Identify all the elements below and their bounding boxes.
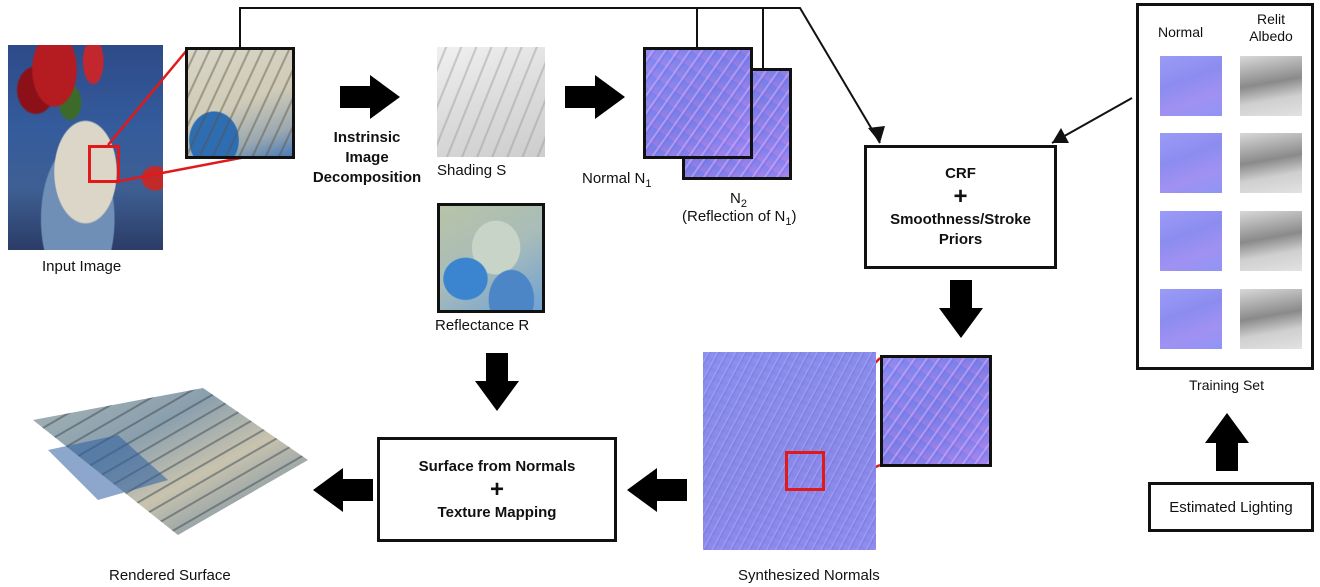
synthesized-normals-label: Synthesized Normals [738,567,880,584]
n2-text: N [730,190,741,207]
training-normal-1 [1160,56,1222,116]
crf-title: CRF [945,165,976,182]
arrow-crf-to-synthesized [939,280,983,338]
intrinsic-line2: Image [345,149,389,166]
training-albedo-4 [1240,289,1302,349]
n2-paren-close: ) [791,208,797,225]
normal-n1-subscript: 1 [645,178,652,190]
arrow-surface-to-rendered [313,468,373,512]
normal-n1-label: Normal N1 [582,170,651,190]
surface-plus: + [489,475,504,503]
intrinsic-line1: Instrinsic [333,129,401,146]
crf-box: CRF + Smoothness/Stroke Priors [864,145,1057,269]
n2-paren-subscript: 1 [785,216,792,228]
estimated-lighting-text: Estimated Lighting [1169,498,1293,516]
n2-paren-open: (Reflection of N [682,208,786,225]
shading-label: Shading S [437,162,507,179]
arrow-lighting-to-training [1205,413,1249,471]
training-normal-header: Normal [1158,24,1204,40]
intrinsic-decomposition-label: Instrinsic Image Decomposition [297,128,437,188]
arrow-synthesized-to-surface [627,468,687,512]
crf-priors-line1: Smoothness/Stroke [890,211,1031,228]
training-albedo-2 [1240,133,1302,193]
estimated-lighting-box: Estimated Lighting [1148,482,1314,532]
rendered-surface-label: Rendered Surface [109,567,231,584]
training-relit-line2: Albedo [1249,28,1293,44]
synthesized-normals-image [703,352,876,550]
input-crop-highlight [88,145,120,183]
synthesized-crop-tile [880,355,992,467]
surface-line1: Surface from Normals [418,457,576,475]
rendered-surface-image [33,388,308,535]
input-crop-tile [185,47,295,159]
arrow-to-decomposition [340,75,400,119]
reflectance-label: Reflectance R [435,317,530,334]
training-normal-3 [1160,211,1222,271]
input-image [8,45,163,250]
surface-from-normals-box: Surface from Normals + Texture Mapping [377,437,617,542]
synthesized-crop-highlight [785,451,825,491]
n2-subscript: 2 [740,198,747,210]
intrinsic-line3: Decomposition [312,169,422,186]
shading-image [437,47,545,157]
reflectance-image [437,203,545,313]
normal-n1-text: Normal N [582,170,646,187]
crf-plus: + [953,183,968,210]
arrow-reflectance-to-surface [475,353,519,411]
training-relit-line1: Relit [1256,11,1285,27]
n2-reflection-label: (Reflection of N1) [682,208,797,228]
training-set-panel: Normal Relit Albedo [1136,3,1314,370]
training-albedo-3 [1240,211,1302,271]
normal-n2-label: N2 [730,190,747,210]
surface-line2: Texture Mapping [437,503,557,521]
input-image-label: Input Image [42,258,122,275]
training-normal-4 [1160,289,1222,349]
training-set-label: Training Set [1189,377,1264,393]
training-relit-header: Relit Albedo [1241,11,1301,45]
arrow-to-normals [565,75,625,119]
normal-n1-image [643,47,753,159]
training-albedo-1 [1240,56,1302,116]
training-normal-2 [1160,133,1222,193]
crf-priors-line2: Priors [938,231,983,248]
